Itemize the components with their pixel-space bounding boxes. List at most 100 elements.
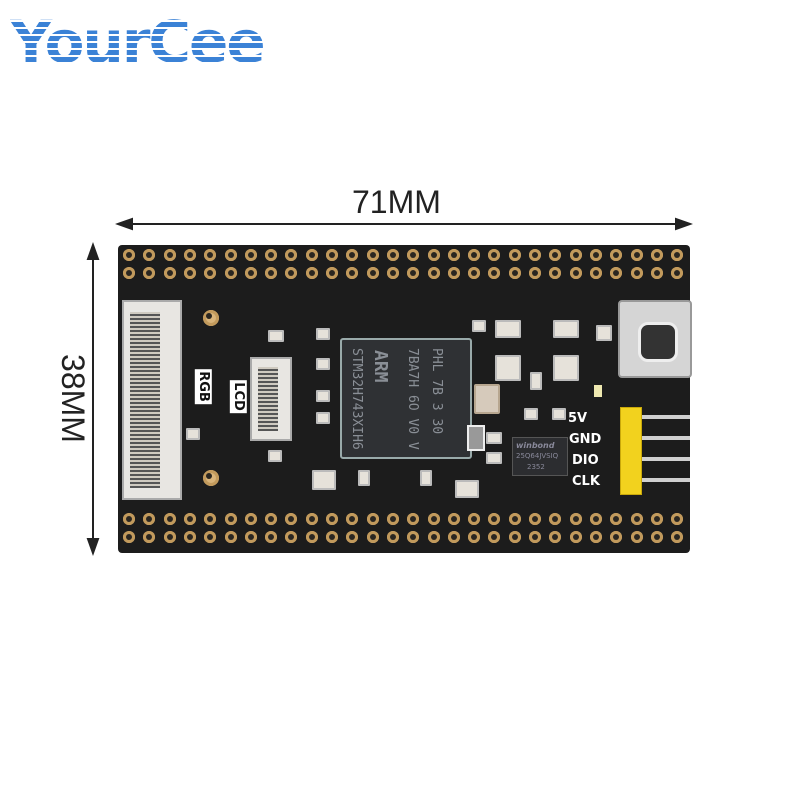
rgb-fpc-connector bbox=[122, 300, 182, 500]
pin-pad bbox=[244, 249, 257, 261]
smd-component bbox=[316, 328, 330, 340]
smd-component bbox=[495, 355, 521, 381]
flash-chip: winbond 25Q64JVSIQ 2352 bbox=[512, 437, 568, 476]
smd-component bbox=[530, 372, 542, 390]
pin-pad bbox=[549, 249, 562, 261]
pin-pad bbox=[407, 249, 420, 261]
pin-pad bbox=[529, 531, 541, 543]
pin-pad bbox=[265, 267, 278, 279]
brand-logo: YourCee bbox=[10, 8, 266, 76]
mcu-line2: 7BA7H 6O V0 V bbox=[405, 348, 420, 450]
smd-component bbox=[455, 480, 479, 498]
pin-pad bbox=[224, 267, 237, 279]
pin-pad bbox=[569, 249, 582, 261]
flash-brand: winbond bbox=[516, 441, 555, 450]
smd-component bbox=[268, 330, 284, 342]
smd-component bbox=[552, 408, 566, 420]
pin-pad bbox=[589, 513, 602, 525]
pin-pad bbox=[326, 249, 338, 261]
pin-pad bbox=[447, 531, 460, 543]
pin-pad bbox=[529, 267, 541, 279]
pin-pad bbox=[224, 531, 237, 543]
smd-component bbox=[524, 408, 538, 420]
pin-pad bbox=[305, 531, 318, 543]
pin-pad bbox=[386, 531, 399, 543]
pin-pad bbox=[285, 531, 298, 543]
label-5v: 5V bbox=[568, 411, 588, 426]
smd-component bbox=[316, 358, 330, 370]
pin-pad bbox=[123, 513, 135, 525]
pin-pad bbox=[123, 531, 135, 543]
pin-pad bbox=[366, 513, 379, 525]
pin-pad bbox=[529, 513, 541, 525]
pin-pad bbox=[407, 513, 420, 525]
smd-component bbox=[358, 470, 370, 486]
smd-component bbox=[472, 320, 486, 332]
pin-pad bbox=[346, 531, 359, 543]
height-label: 38MM bbox=[54, 354, 91, 443]
width-label: 71MM bbox=[352, 184, 441, 220]
pin-pad bbox=[671, 267, 684, 279]
pin-pad bbox=[650, 531, 663, 543]
pin-pad bbox=[346, 267, 359, 279]
pin-pad bbox=[285, 267, 298, 279]
pin-pad bbox=[386, 267, 399, 279]
pin-pad bbox=[427, 531, 440, 543]
pin-pad bbox=[123, 267, 135, 279]
pin-pad bbox=[326, 531, 338, 543]
pin-pad bbox=[610, 249, 623, 261]
pin-pad bbox=[366, 249, 379, 261]
pin-pad bbox=[468, 531, 481, 543]
pin-pad bbox=[366, 267, 379, 279]
pin-pad bbox=[589, 267, 602, 279]
pin-pad bbox=[224, 513, 237, 525]
smd-component bbox=[553, 320, 579, 338]
usb-c-port[interactable] bbox=[618, 300, 692, 378]
smd-component bbox=[316, 412, 330, 424]
smd-component bbox=[486, 452, 502, 464]
pin-pad bbox=[204, 267, 217, 279]
pin-pad bbox=[468, 513, 481, 525]
header-pin bbox=[622, 457, 690, 461]
pin-pad bbox=[488, 513, 501, 525]
smd-component bbox=[316, 390, 330, 402]
mcu-line3: PHL 7B 3 30 bbox=[429, 348, 444, 435]
flash-part: 25Q64JVSIQ bbox=[516, 452, 559, 460]
pin-pad bbox=[143, 531, 156, 543]
pin-pad bbox=[650, 267, 663, 279]
pin-pad bbox=[630, 513, 643, 525]
pin-pad bbox=[650, 249, 663, 261]
pin-pad bbox=[163, 249, 176, 261]
pin-pad bbox=[549, 531, 562, 543]
pin-pad bbox=[447, 513, 460, 525]
pin-pad bbox=[671, 249, 684, 261]
pin-pad bbox=[447, 249, 460, 261]
lcd-fpc-connector bbox=[250, 357, 292, 441]
pin-pad bbox=[549, 267, 562, 279]
pin-pad bbox=[346, 513, 359, 525]
pin-pad bbox=[610, 267, 623, 279]
pin-pad bbox=[508, 513, 521, 525]
pin-pad bbox=[427, 249, 440, 261]
pin-pad bbox=[305, 249, 318, 261]
label-clk: CLK bbox=[572, 474, 600, 489]
pin-pad bbox=[671, 513, 684, 525]
pin-pad bbox=[143, 267, 156, 279]
pin-pad bbox=[163, 267, 176, 279]
pin-pad bbox=[529, 249, 541, 261]
pin-pad bbox=[204, 249, 217, 261]
pin-pad bbox=[285, 513, 298, 525]
label-dio: DIO bbox=[572, 453, 599, 468]
pin-pad bbox=[183, 249, 196, 261]
pin-pad bbox=[671, 531, 684, 543]
pin-pad bbox=[143, 249, 156, 261]
pin-pad bbox=[508, 267, 521, 279]
pin-pad bbox=[244, 531, 257, 543]
pin-pad bbox=[508, 249, 521, 261]
pin-pad bbox=[143, 513, 156, 525]
pin-pad bbox=[366, 531, 379, 543]
smd-component bbox=[495, 320, 521, 338]
pin-pad bbox=[589, 531, 602, 543]
